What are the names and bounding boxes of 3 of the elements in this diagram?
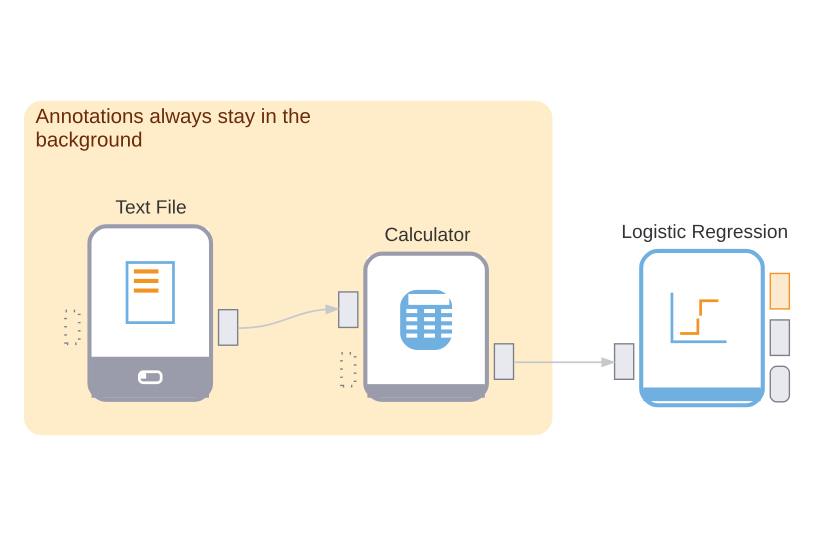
node-label: Calculator	[384, 224, 470, 246]
node-label: Logistic Regression	[621, 222, 788, 243]
node-label: Text File	[115, 197, 187, 218]
